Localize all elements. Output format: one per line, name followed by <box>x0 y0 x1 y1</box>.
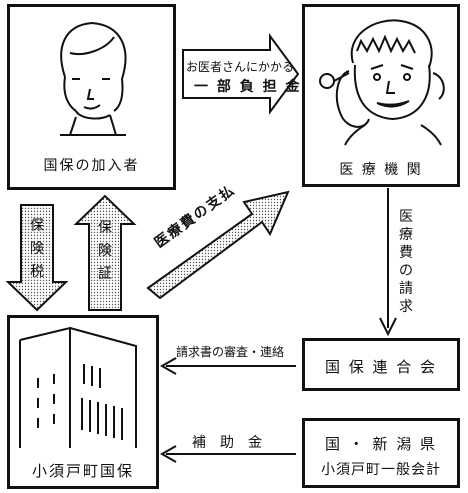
medical-institution-label: 医 療 機 関 <box>339 162 423 178</box>
subsidy-arrowhead <box>159 445 177 463</box>
copay-line1: お医者さんにかかる <box>186 60 295 74</box>
claim-medical-label: 医 療 費 の 請 求 <box>399 209 413 315</box>
building-icon <box>19 326 137 448</box>
claim-review-label: 請求書の審査・連絡 <box>176 345 285 359</box>
copay-line2: 一 部 負 担 金 <box>194 79 302 95</box>
insurance-card-label: 保 険 証 <box>98 220 112 282</box>
medical-payment-label: 医療費の支払 <box>151 181 239 252</box>
medical-institution-box: 医 療 機 関 <box>302 4 460 187</box>
kokuho-federation-box: 国 保 連 合 会 <box>302 338 460 391</box>
town-kokuho-label: 小須戸町国保 <box>31 462 134 480</box>
subsidy-source-line1: 国 ・ 新 潟 県 <box>324 435 438 453</box>
insured-box: 国保の加入者 <box>7 4 176 190</box>
town-kokuho-box: 小須戸町国保 <box>7 315 159 489</box>
review-arrowhead <box>159 357 177 375</box>
doctor-icon <box>319 19 445 146</box>
kokuho-federation-label: 国 保 連 合 会 <box>324 358 438 376</box>
claim-arrowhead <box>379 317 397 337</box>
subsidy-source-line2: 小須戸町一般会計 <box>321 462 441 478</box>
insured-label: 国保の加入者 <box>43 158 140 174</box>
subsidy-source-box: 国 ・ 新 潟 県 小須戸町一般会計 <box>302 418 460 488</box>
person-icon <box>60 21 127 136</box>
insurance-tax-label: 保 険 税 <box>30 218 44 280</box>
subsidy-label: 補 助 金 <box>192 435 262 451</box>
